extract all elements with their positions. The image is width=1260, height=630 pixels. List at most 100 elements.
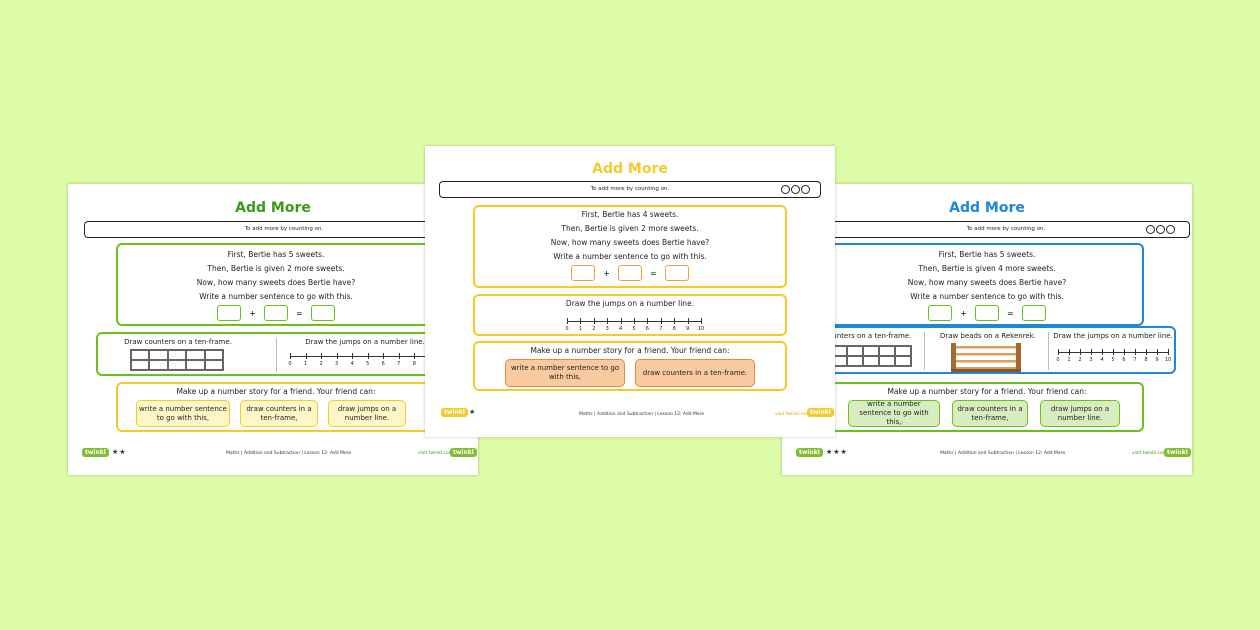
number-label: 6 bbox=[381, 361, 385, 367]
story-line: First, Bertie has 5 sweets. bbox=[938, 250, 1036, 259]
learning-objective: To add more by counting on. bbox=[822, 221, 1190, 238]
story-box: First, Bertie has 4 sweets. Then, Bertie… bbox=[473, 205, 787, 288]
number-label: 5 bbox=[1111, 357, 1115, 363]
number-label: 4 bbox=[1100, 357, 1104, 363]
number-line-label: Draw the jumps on a number line. bbox=[565, 299, 695, 308]
learning-objective: To add more by counting on. bbox=[84, 221, 484, 238]
story-line: First, Bertie has 5 sweets. bbox=[227, 250, 325, 259]
ten-frame-label: ounters on a ten-frame. bbox=[828, 332, 912, 340]
story-line: Then, Bertie is given 2 more sweets. bbox=[561, 224, 699, 233]
answer-box[interactable] bbox=[1021, 305, 1046, 321]
ten-frame-label: Draw counters on a ten-frame. bbox=[124, 338, 232, 346]
progress-circle bbox=[1166, 225, 1175, 234]
option-box: write a number sentence to go with this, bbox=[136, 400, 230, 427]
story-prompt: Make up a number story for a friend. You… bbox=[887, 387, 1087, 396]
ten-frame[interactable] bbox=[830, 345, 912, 367]
fine-print bbox=[439, 396, 821, 402]
number-label: 2 bbox=[319, 361, 323, 367]
number-sentence: + = bbox=[475, 265, 785, 281]
story-prompt: Make up a number story for a friend. You… bbox=[176, 387, 376, 396]
page-title: Add More bbox=[949, 200, 1025, 216]
learning-objective: To add more by counting on. bbox=[439, 181, 821, 198]
number-story-box: Make up a number story for a friend. You… bbox=[473, 341, 787, 391]
number-label: 5 bbox=[632, 326, 636, 332]
story-line: Now, how many sweets does Bertie have? bbox=[196, 278, 356, 287]
answer-box[interactable] bbox=[217, 305, 242, 321]
fine-print bbox=[796, 436, 1188, 442]
fine-print bbox=[82, 436, 482, 442]
number-story-box: Make up a number story for a friend. You… bbox=[830, 382, 1144, 432]
option-box: draw jumps on a number line. bbox=[1040, 400, 1120, 427]
answer-box[interactable] bbox=[264, 305, 288, 321]
story-line: Write a number sentence to go with this. bbox=[910, 292, 1064, 301]
story-box: First, Bertie has 5 sweets. Then, Bertie… bbox=[116, 243, 436, 326]
progress-circle bbox=[1156, 225, 1165, 234]
equals-sign: = bbox=[296, 308, 303, 318]
footer-text: Maths | Addition and Subtraction | Lesso… bbox=[940, 451, 1066, 456]
answer-box[interactable] bbox=[664, 265, 689, 281]
number-label: 9 bbox=[1155, 357, 1159, 363]
story-line: Then, Bertie is given 4 more sweets. bbox=[918, 264, 1056, 273]
number-label: 8 bbox=[672, 326, 676, 332]
footer-text: Maths | Addition and Subtraction | Lesso… bbox=[579, 412, 705, 417]
answer-box[interactable] bbox=[975, 305, 999, 321]
number-label: 2 bbox=[1078, 357, 1082, 363]
story-line: Now, how many sweets does Bertie have? bbox=[907, 278, 1067, 287]
footer-text: Maths | Addition and Subtraction | Lesso… bbox=[226, 451, 352, 456]
number-line-box: Draw the jumps on a number line. 0 1 2 3… bbox=[473, 294, 787, 336]
worksheet-right: Add More To add more by counting on. Fir… bbox=[782, 184, 1192, 475]
rekenrek-image bbox=[951, 343, 1021, 372]
story-line: First, Bertie has 4 sweets. bbox=[581, 210, 679, 219]
number-label: 1 bbox=[578, 326, 582, 332]
plus-sign: + bbox=[249, 308, 256, 318]
twinkl-logo: twinkl bbox=[1164, 448, 1191, 457]
number-label: 5 bbox=[366, 361, 370, 367]
progress-circle bbox=[791, 185, 800, 194]
number-label: 9 bbox=[686, 326, 690, 332]
twinkl-logo: twinkl bbox=[796, 448, 823, 457]
story-line: Write a number sentence to go with this. bbox=[199, 292, 353, 301]
number-label: 7 bbox=[659, 326, 663, 332]
difficulty-stars: ★★ bbox=[112, 448, 127, 456]
answer-box[interactable] bbox=[571, 265, 596, 281]
number-label: 0 bbox=[1056, 357, 1060, 363]
worksheet-left: Add More To add more by counting on. Fir… bbox=[68, 184, 484, 475]
ten-frame[interactable] bbox=[130, 349, 224, 371]
difficulty-stars: ★ bbox=[469, 408, 477, 416]
number-label: 4 bbox=[619, 326, 623, 332]
progress-circle bbox=[781, 185, 790, 194]
methods-box: ounters on a ten-frame. Draw beads on a … bbox=[782, 326, 1176, 374]
story-prompt: Make up a number story for a friend. You… bbox=[530, 346, 730, 355]
number-label: 8 bbox=[1144, 357, 1148, 363]
number-sentence: + = bbox=[832, 305, 1142, 321]
twinkl-logo: twinkl bbox=[807, 408, 834, 417]
story-line: Write a number sentence to go with this. bbox=[553, 252, 707, 261]
number-label: 8 bbox=[412, 361, 416, 367]
answer-box[interactable] bbox=[928, 305, 953, 321]
number-line-label: Draw the jumps on a number line. bbox=[305, 338, 425, 346]
story-box: First, Bertie has 5 sweets. Then, Bertie… bbox=[830, 243, 1144, 326]
number-label: 1 bbox=[303, 361, 308, 367]
option-box: draw jumps on a number line. bbox=[328, 400, 406, 427]
footer-url: visit twinkl.com bbox=[418, 451, 454, 456]
number-label: 3 bbox=[605, 326, 609, 332]
difficulty-stars: ★★★ bbox=[826, 448, 848, 456]
page-title: Add More bbox=[235, 200, 311, 216]
number-label: 10 bbox=[697, 326, 705, 332]
page-title: Add More bbox=[592, 161, 668, 177]
answer-box[interactable] bbox=[618, 265, 642, 281]
number-label: 4 bbox=[350, 361, 354, 367]
answer-box[interactable] bbox=[310, 305, 335, 321]
number-label: 7 bbox=[1133, 357, 1137, 363]
option-box: draw counters in a ten-frame, bbox=[952, 400, 1028, 427]
progress-circles bbox=[1146, 225, 1175, 234]
number-label: 0 bbox=[288, 361, 292, 367]
equals-sign: = bbox=[650, 268, 657, 278]
number-label: 1 bbox=[1067, 357, 1071, 363]
number-label: 3 bbox=[335, 361, 339, 367]
worksheet-middle: Add More To add more by counting on. Fir… bbox=[425, 146, 835, 437]
number-label: 7 bbox=[397, 361, 401, 367]
number-label: 3 bbox=[1089, 357, 1093, 363]
twinkl-logo: twinkl bbox=[82, 448, 109, 457]
number-line-label: Draw the jumps on a number line. bbox=[1053, 332, 1173, 340]
